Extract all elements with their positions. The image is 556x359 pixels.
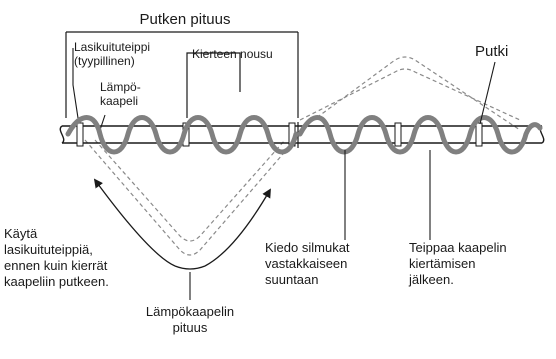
pipe-length-label: Putken pituus	[139, 11, 231, 28]
spiral-pitch-label: Kierteen nousu	[192, 47, 273, 61]
heating-cable-spiral	[65, 115, 543, 155]
cable-loop-upper	[299, 56, 521, 131]
glass-tape-leader	[72, 48, 79, 119]
spiral-pitch-bracket	[186, 52, 241, 118]
cable-loop-lower	[84, 139, 296, 256]
glass-tape-label: Lasikuituteippi (tyypillinen)	[74, 40, 151, 68]
pipe-leader	[479, 61, 496, 125]
use-glass-tape-label: Käytä lasikuituteippiä, ennen kuin kierr…	[4, 226, 109, 289]
loop-opposite-label: Kiedo silmukat vastakkaiseen suuntaan	[265, 240, 350, 287]
pipe-length-dimension	[65, 31, 299, 118]
heating-cable-leader	[99, 114, 106, 131]
cable-length-label: Lämpökaapelin pituus	[145, 304, 235, 335]
pipe-label: Putki	[475, 43, 509, 60]
tape-after-label: Teippaa kaapelin kiertämisen jälkeen.	[409, 240, 507, 287]
loop-direction-arrows	[93, 178, 271, 270]
heating-cable-label: Lämpö- kaapeli	[100, 80, 141, 108]
